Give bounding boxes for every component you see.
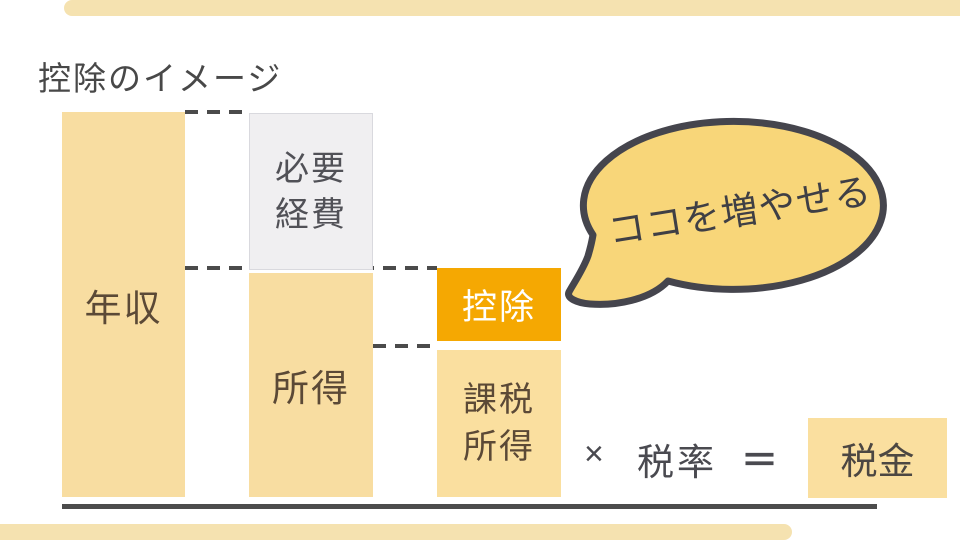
necessary-expenses-box: 必要 経費: [249, 113, 373, 270]
baseline-rule: [62, 504, 877, 509]
deduction-label: 控除: [461, 288, 536, 327]
bottom-frame-strip: [0, 524, 792, 540]
income-label: 所得: [272, 368, 350, 409]
tax-rate-label: 税率: [637, 442, 717, 483]
dashed-line-lower: [373, 344, 437, 348]
top-frame-strip: [64, 0, 960, 16]
taxable-income-label-line2: 所得: [463, 427, 535, 466]
deduction-box: 控除: [437, 268, 561, 341]
annual-income-bar: 年収: [62, 112, 185, 497]
tax-result-label: 税金: [840, 441, 915, 482]
necessary-expenses-label-line1: 必要: [275, 149, 347, 188]
equals-sign: ＝: [741, 440, 778, 481]
speech-bubble-icon: [565, 117, 887, 308]
necessary-expenses-label-line2: 経費: [275, 195, 347, 234]
multiply-sign: ×: [584, 435, 604, 473]
annual-income-label: 年収: [84, 287, 163, 329]
taxable-income-box: 課税 所得: [437, 350, 561, 497]
taxable-income-label-line1: 課税: [463, 380, 535, 419]
page-title: 控除のイメージ: [38, 60, 283, 97]
tax-result-box: 税金: [808, 418, 947, 498]
dashed-line-top: [185, 110, 249, 114]
income-bar: 所得: [249, 273, 373, 497]
